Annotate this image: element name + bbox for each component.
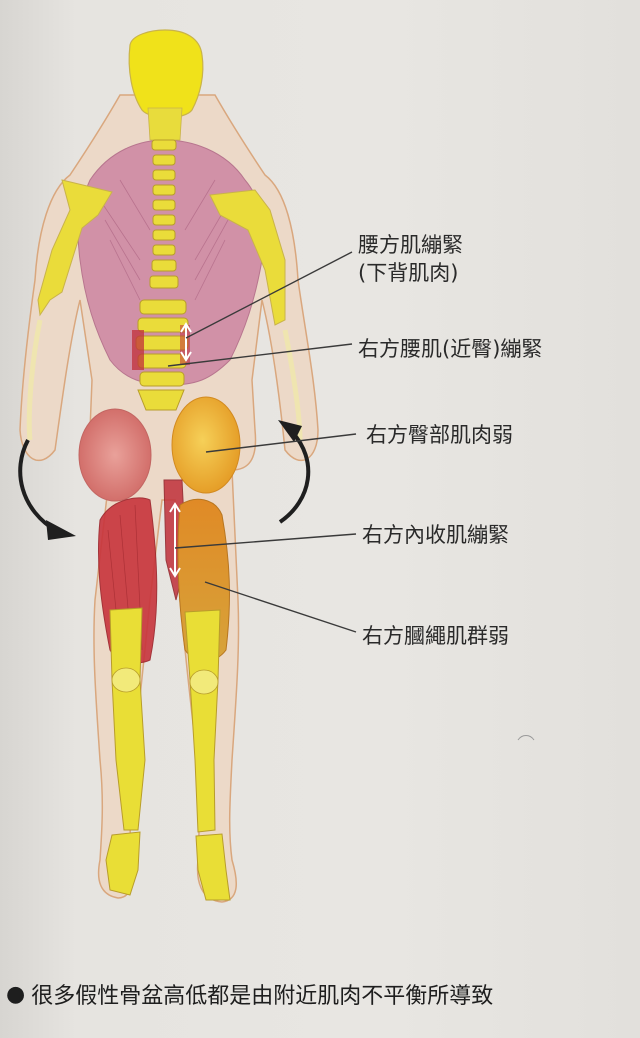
left-forearm-bone (26, 319, 43, 441)
left-glute-weak (78, 408, 152, 502)
label-quadratus-lumborum-note: (下背肌肉) (358, 261, 459, 285)
tension-arrows-back (180, 322, 192, 362)
pencil-mark (517, 735, 535, 741)
caption-text: 很多假性骨盆高低都是由附近肌肉不平衡所導致 (31, 984, 494, 1009)
label-adductor: 右方內收肌繃緊 (362, 523, 509, 547)
label-quadratus-lumborum: 腰方肌繃緊 (358, 233, 463, 257)
label-hamstring: 右方膕繩肌群弱 (362, 624, 509, 648)
leg-bones (105, 607, 231, 901)
spine (135, 139, 189, 411)
label-glute: 右方臀部肌肉弱 (366, 423, 513, 447)
leader-lines (167, 251, 357, 633)
bullet-icon: ● (6, 981, 26, 1007)
right-glute-weak (171, 396, 241, 494)
right-forearm-bone (282, 329, 303, 441)
left-shoulder-bone (37, 179, 113, 317)
left-rotation-arrowhead (46, 520, 76, 540)
right-rotation-arrowhead (278, 420, 302, 442)
muscle-hatching (99, 179, 231, 301)
knee-caps (111, 667, 219, 695)
caption: ● 很多假性骨盆高低都是由附近肌肉不平衡所導致 (6, 978, 493, 1010)
right-shoulder-bone (209, 189, 286, 326)
head (128, 29, 204, 119)
neck (147, 107, 183, 141)
tension-arrows-adductor (169, 502, 181, 578)
label-psoas: 右方腰肌(近臀)繃緊 (358, 337, 543, 361)
quadratus-lumborum-marker (132, 330, 144, 370)
